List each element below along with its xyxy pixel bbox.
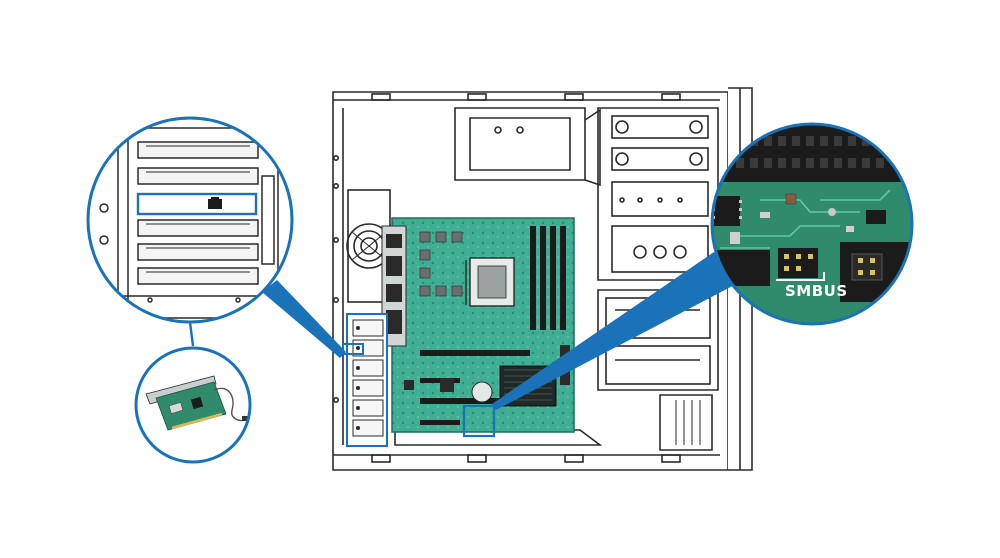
motherboard-icon — [381, 217, 575, 438]
callout-pointer-left — [262, 280, 346, 358]
callout-connector-line — [188, 321, 195, 347]
expansion-card-icon — [134, 346, 252, 464]
header-pins-icon — [778, 248, 818, 278]
zoom-circle-expansion-slots — [86, 116, 294, 324]
smbus-label: SMBUS — [785, 282, 848, 300]
callout-pointer-right — [492, 252, 740, 410]
expansion-slots — [342, 313, 388, 447]
zoom-circle-smbus-header: SMBUS — [710, 122, 914, 326]
